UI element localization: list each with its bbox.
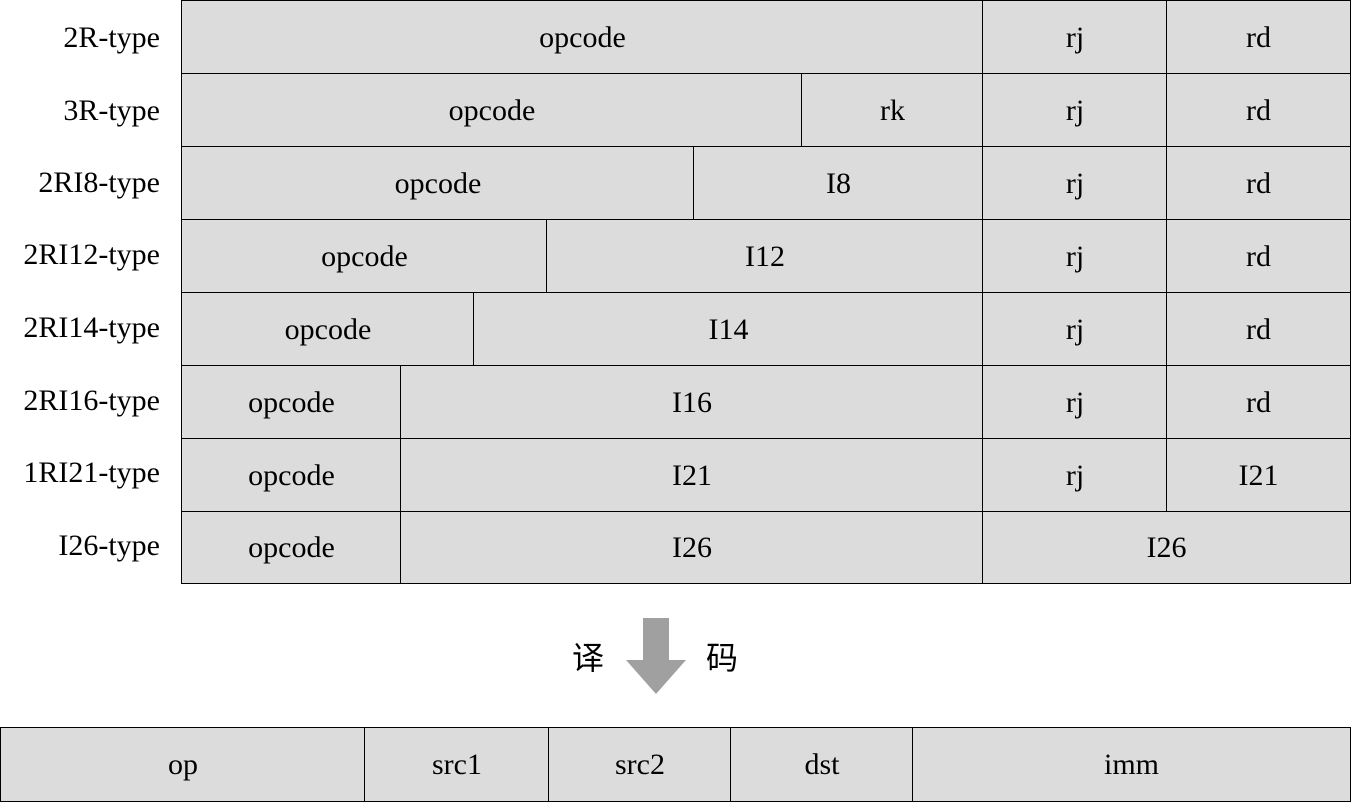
field-rj: rj <box>982 0 1168 75</box>
row-label-1ri21-type: 1RI21-type <box>23 456 160 489</box>
output-field-dst: dst <box>730 727 914 802</box>
row-label-3r-type: 3R-type <box>63 94 160 127</box>
field-opcode: opcode <box>181 0 984 75</box>
field-immediate: I21 <box>1166 438 1351 513</box>
field-opcode: opcode <box>181 146 695 221</box>
field-rj: rj <box>982 438 1168 513</box>
row-label-2ri14-type: 2RI14-type <box>23 311 160 344</box>
field-immediate: I8 <box>693 146 984 221</box>
field-immediate: I12 <box>546 219 984 294</box>
output-field-imm: imm <box>912 727 1351 802</box>
field-immediate: I16 <box>400 365 984 440</box>
field-opcode: opcode <box>181 438 402 513</box>
field-rj: rj <box>982 73 1168 148</box>
row-label-i26-type: I26-type <box>58 529 160 562</box>
arrow-down-icon <box>626 618 686 694</box>
output-field-src1: src1 <box>364 727 550 802</box>
field-immediate: I21 <box>400 438 984 513</box>
row-label-2r-type: 2R-type <box>63 21 160 54</box>
field-immediate: I14 <box>473 292 984 367</box>
field-rd: rd <box>1166 219 1351 294</box>
field-rk: rk <box>801 73 984 148</box>
field-opcode: opcode <box>181 365 402 440</box>
field-rd: rd <box>1166 0 1351 75</box>
field-opcode: opcode <box>181 511 402 584</box>
decode-label-left: 译 <box>572 639 605 677</box>
output-field-src2: src2 <box>548 727 732 802</box>
field-immediate: I26 <box>400 511 984 584</box>
output-field-op: op <box>0 727 366 802</box>
field-immediate: I26 <box>982 511 1351 584</box>
row-label-2ri8-type: 2RI8-type <box>38 166 160 199</box>
field-opcode: opcode <box>181 219 548 294</box>
row-label-2ri12-type: 2RI12-type <box>23 238 160 271</box>
field-rj: rj <box>982 146 1168 221</box>
row-label-2ri16-type: 2RI16-type <box>23 384 160 417</box>
field-opcode: opcode <box>181 292 475 367</box>
field-rd: rd <box>1166 146 1351 221</box>
field-opcode: opcode <box>181 73 803 148</box>
field-rj: rj <box>982 292 1168 367</box>
field-rj: rj <box>982 365 1168 440</box>
field-rd: rd <box>1166 73 1351 148</box>
field-rd: rd <box>1166 292 1351 367</box>
field-rd: rd <box>1166 365 1351 440</box>
decode-label-right: 码 <box>706 639 739 677</box>
field-rj: rj <box>982 219 1168 294</box>
